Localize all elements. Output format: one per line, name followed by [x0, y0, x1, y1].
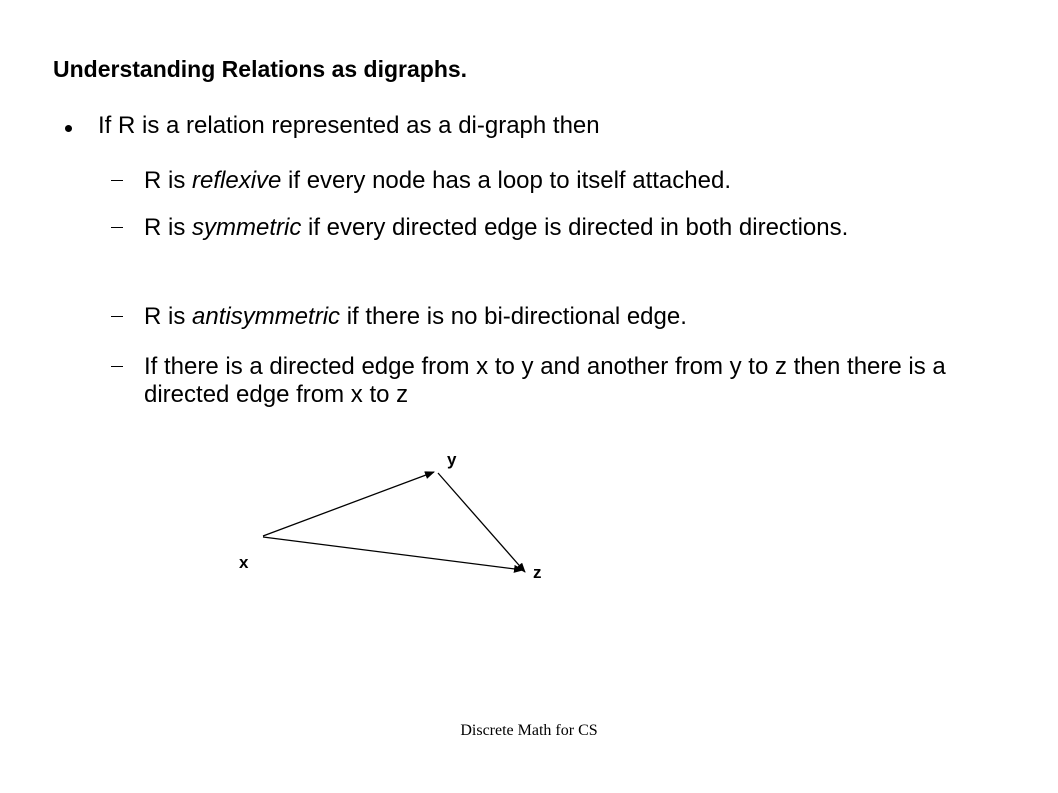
digraph-diagram: y x z	[239, 450, 542, 582]
dash-bullet-icon	[111, 180, 123, 181]
node-label-y: y	[447, 450, 457, 469]
sub-item-text: If there is a directed edge from x to y …	[144, 353, 946, 408]
item-term: reflexive	[192, 167, 282, 194]
slide-footer: Discrete Math for CS	[460, 722, 598, 739]
item-term: symmetric	[192, 214, 302, 241]
item-prefix: R is	[144, 167, 192, 194]
item-prefix: R is	[144, 303, 192, 330]
sub-item-text: R is reflexive if every node has a loop …	[144, 167, 1024, 195]
node-label-z: z	[533, 563, 542, 582]
slide-title: Understanding Relations as digraphs.	[53, 56, 468, 82]
bullet-dot-icon	[65, 125, 72, 132]
sub-item-text: R is symmetric if every directed edge is…	[144, 214, 1024, 242]
item-suffix: if there is no bi-directional edge.	[340, 303, 687, 330]
item-term: antisymmetric	[192, 303, 341, 330]
node-label-x: x	[239, 553, 249, 572]
item-suffix: if every directed edge is directed in bo…	[301, 214, 849, 241]
edge-y-to-z	[437, 472, 526, 573]
main-bullet-text: If R is a relation represented as a di-g…	[98, 112, 600, 139]
dash-bullet-icon	[111, 227, 123, 228]
sub-item-text: R is antisymmetric if there is no bi-dir…	[144, 303, 1024, 331]
item-suffix: if every node has a loop to itself attac…	[281, 167, 731, 194]
dash-bullet-icon	[111, 316, 123, 317]
item-prefix: R is	[144, 214, 192, 241]
edge-x-to-y	[262, 471, 435, 537]
edge-x-to-z	[262, 536, 524, 573]
dash-bullet-icon	[111, 366, 123, 367]
